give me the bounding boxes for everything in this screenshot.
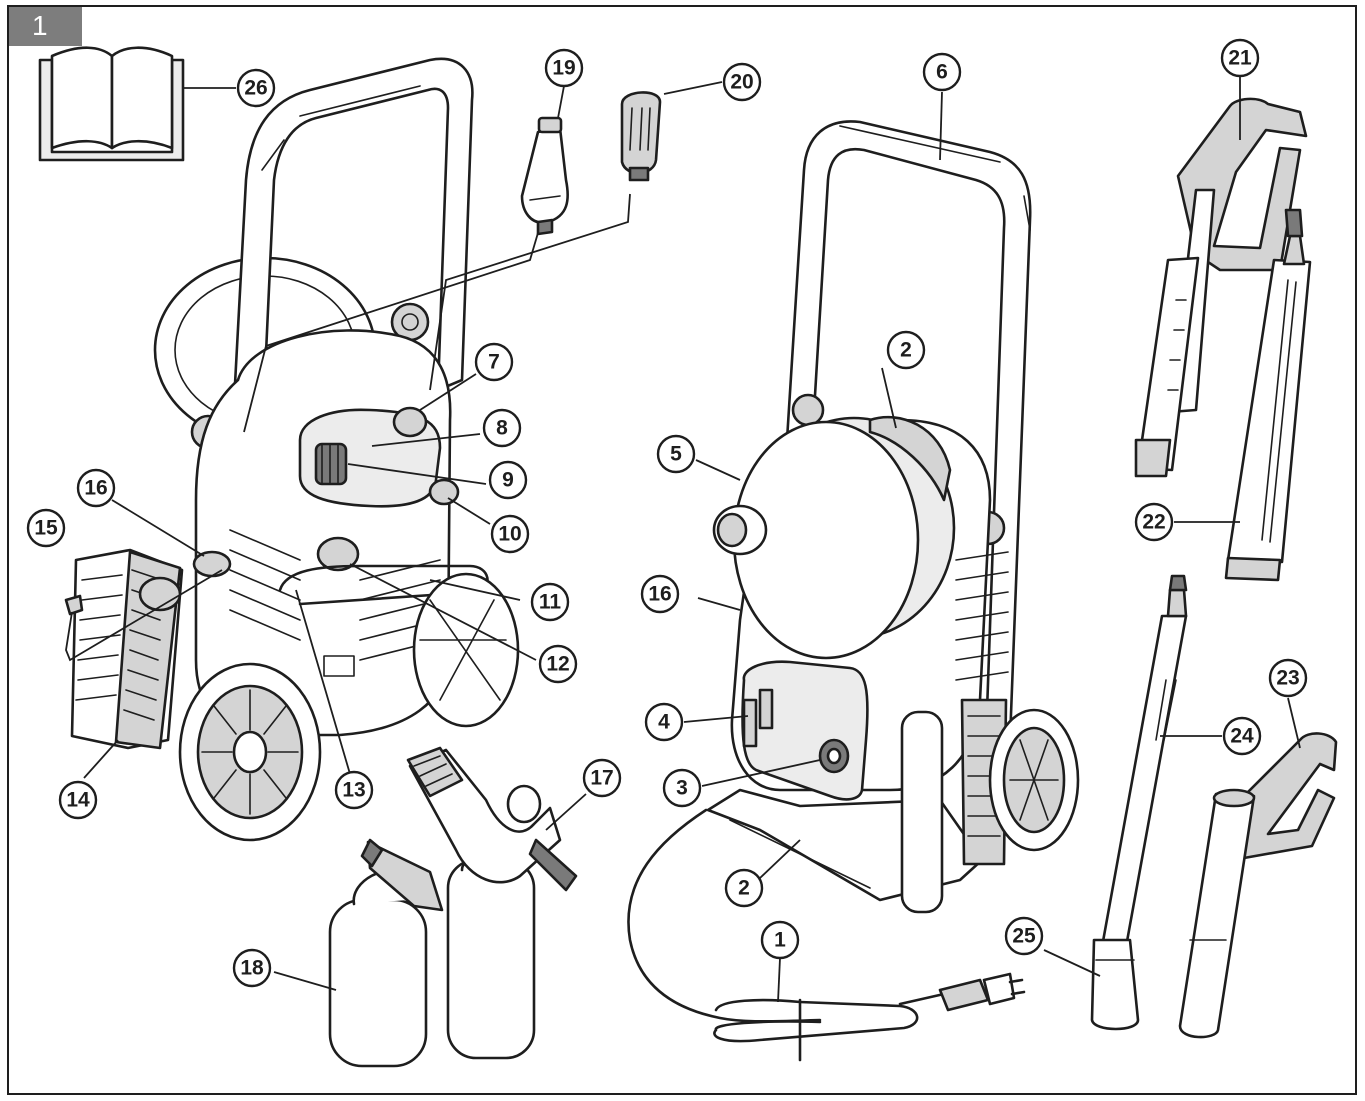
callout-18: 18 — [232, 948, 272, 988]
callout-14: 14 — [58, 780, 98, 820]
callout-25-label: 25 — [1012, 925, 1036, 948]
callout-11-label: 11 — [539, 591, 562, 614]
callout-2-base-label: 2 — [738, 877, 750, 900]
lance-22-illustration — [1224, 208, 1312, 582]
machine-rear-view — [64, 57, 631, 842]
manual-book-illustration — [38, 46, 185, 162]
callout-5-label: 5 — [670, 443, 682, 466]
callout-23: 23 — [1268, 658, 1308, 698]
callout-8: 8 — [482, 408, 522, 448]
callout-6: 6 — [922, 52, 962, 92]
callout-21: 21 — [1220, 38, 1260, 78]
callout-5: 5 — [656, 434, 696, 474]
callout-16-right-label: 16 — [648, 583, 671, 606]
callout-16-left-label: 16 — [84, 477, 107, 500]
lance-24-illustration — [1098, 574, 1188, 960]
callout-13-label: 13 — [342, 779, 365, 802]
callout-12: 12 — [538, 644, 578, 684]
lance-25-illustration — [1090, 938, 1140, 1031]
callout-3-label: 3 — [676, 777, 688, 800]
callout-15: 15 — [26, 508, 66, 548]
callout-12-label: 12 — [546, 653, 569, 676]
callout-7: 7 — [474, 342, 514, 382]
callout-21-label: 21 — [1228, 47, 1252, 70]
callout-9: 9 — [488, 460, 528, 500]
callout-11: 11 — [530, 582, 570, 622]
figure-number: 1 — [32, 10, 48, 41]
leader-lines — [83, 76, 1301, 1003]
callout-25: 25 — [1004, 916, 1044, 956]
callout-7-label: 7 — [488, 351, 500, 374]
callout-1: 1 — [760, 920, 800, 960]
callout-4-label: 4 — [658, 711, 670, 734]
callout-17-label: 17 — [590, 767, 613, 790]
callout-3: 3 — [662, 768, 702, 808]
callout-17: 17 — [582, 758, 622, 798]
diagram-frame — [7, 5, 1357, 1095]
callout-22-label: 22 — [1142, 511, 1165, 534]
callout-26-label: 26 — [244, 77, 267, 100]
callout-22: 22 — [1134, 502, 1174, 542]
callout-19: 19 — [544, 48, 584, 88]
callout-1-label: 1 — [774, 929, 786, 952]
callout-16-left: 16 — [76, 468, 116, 508]
spray-gun-21-illustration — [1134, 97, 1308, 478]
callout-9-label: 9 — [502, 469, 514, 492]
callout-6-label: 6 — [936, 61, 948, 84]
nozzle-20-illustration — [620, 91, 662, 182]
callout-2-top: 2 — [886, 330, 926, 370]
figure-number-tab: 1 — [8, 6, 82, 46]
callout-24-label: 24 — [1230, 725, 1254, 748]
callout-18-label: 18 — [240, 957, 264, 980]
callout-20: 20 — [722, 62, 762, 102]
callout-2-top-label: 2 — [900, 339, 912, 362]
foam-bottle-18-illustration — [328, 838, 444, 1068]
spray-gun-23-illustration — [1178, 732, 1338, 1039]
machine-front-view — [627, 120, 1080, 1062]
callout-13: 13 — [334, 770, 374, 810]
callout-15-label: 15 — [34, 517, 58, 540]
callout-8-label: 8 — [496, 417, 508, 440]
callout-2-base: 2 — [724, 868, 764, 908]
callout-10-label: 10 — [498, 523, 521, 546]
callout-14-label: 14 — [66, 789, 90, 812]
callout-4: 4 — [644, 702, 684, 742]
callout-26: 26 — [236, 68, 276, 108]
callout-20-label: 20 — [730, 71, 753, 94]
foam-bottle-17-illustration — [406, 746, 578, 1060]
callout-16-right: 16 — [640, 574, 680, 614]
callout-24: 24 — [1222, 716, 1262, 756]
nozzle-19-illustration — [520, 116, 569, 236]
callout-23-label: 23 — [1276, 667, 1299, 690]
callout-19-label: 19 — [552, 57, 575, 80]
callout-10: 10 — [490, 514, 530, 554]
